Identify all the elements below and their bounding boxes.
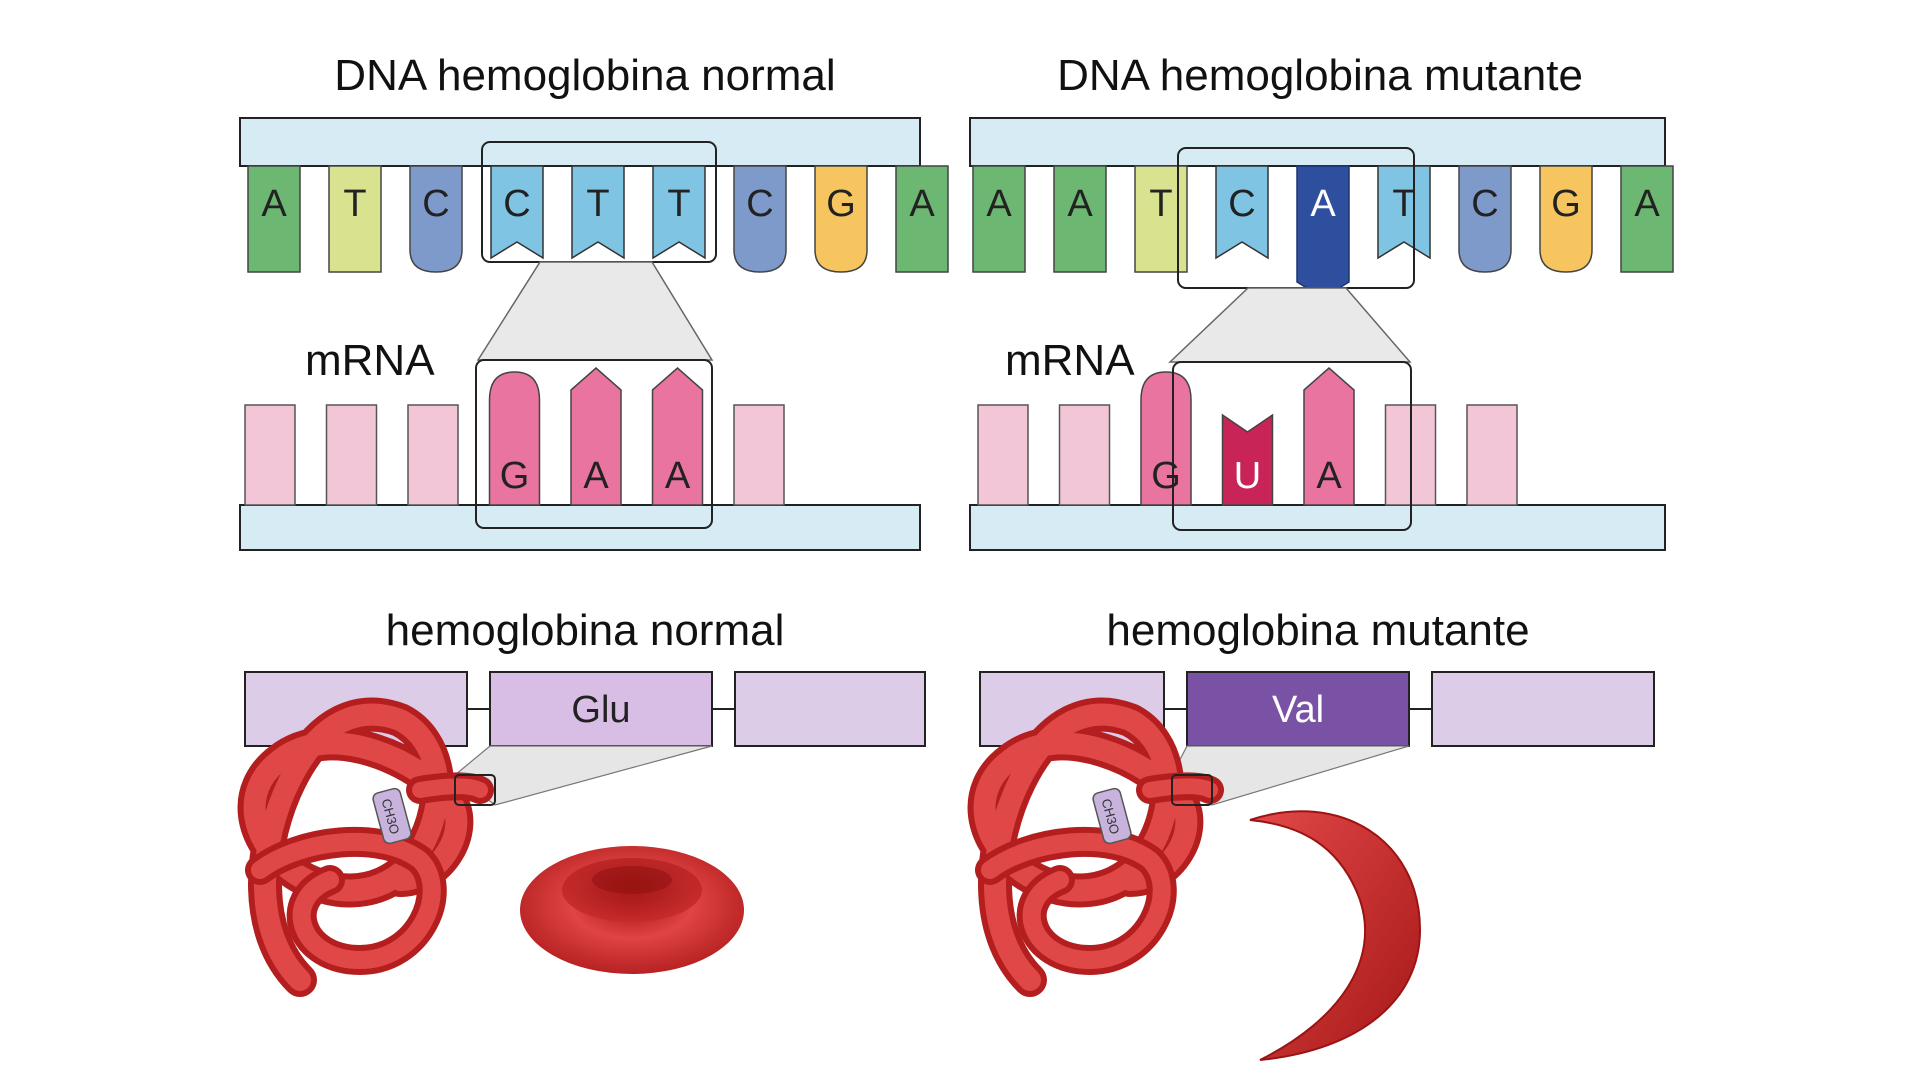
mrna-base xyxy=(1466,404,1518,506)
dna-base-label: A xyxy=(909,183,935,225)
dna-base-C: C xyxy=(1458,165,1512,273)
mrna-base-label: U xyxy=(1234,455,1261,497)
red-blood-cell-disc xyxy=(520,846,744,974)
dna-base-label: C xyxy=(1471,183,1498,225)
dna-base-C: C xyxy=(409,165,463,273)
dna-base-A: A xyxy=(972,165,1026,273)
red-blood-cell-sickle xyxy=(1249,810,1422,1061)
mrna-base xyxy=(407,404,459,506)
dna-base-label: A xyxy=(1634,183,1660,225)
dna-base-C: C xyxy=(490,165,544,260)
mrna-label: mRNA xyxy=(305,336,435,385)
hemoglobin-molecule-normal: CH3O xyxy=(237,697,496,997)
dna-base-A: A xyxy=(1620,165,1674,273)
mrna-base-label: A xyxy=(583,455,609,497)
dna-base-label: T xyxy=(343,183,366,225)
dna-base-label: C xyxy=(1228,183,1255,225)
protein-zoom-cone xyxy=(454,745,713,806)
dna-base-label: A xyxy=(261,183,287,225)
dna-base-C: C xyxy=(733,165,787,273)
mrna-codon-base: G xyxy=(1140,371,1192,506)
mrna-base xyxy=(1058,404,1111,506)
hemoglobin-molecule-mutant: CH3O xyxy=(967,697,1224,997)
protein-normal-title: hemoglobina normal xyxy=(386,606,785,655)
mrna-codon-box xyxy=(475,359,713,529)
dna-base-label: T xyxy=(1392,183,1415,225)
mrna-base xyxy=(325,404,378,506)
dna-base-A: A xyxy=(1296,165,1350,299)
mrna-codon-base: U xyxy=(1221,413,1274,506)
dna-base-label: G xyxy=(826,183,856,225)
panel-mutant: DNA hemoglobina mutante A A T C A T C G A mRNA G… xyxy=(967,51,1674,1061)
amino-acid-val-label: Val xyxy=(1272,689,1324,731)
dna-base-T: T xyxy=(1377,165,1431,260)
protein-mutant-title: hemoglobina mutante xyxy=(1106,606,1529,655)
dna-base-T: T xyxy=(652,165,706,260)
dna-base-G: G xyxy=(814,165,868,273)
dna-base-A: A xyxy=(895,165,949,273)
dna-base-label: C xyxy=(422,183,449,225)
zoom-cone xyxy=(476,261,714,361)
mrna-backbone xyxy=(969,504,1666,551)
mrna-codon-base: G xyxy=(488,371,541,506)
zoom-cone xyxy=(1168,287,1412,363)
mrna-base xyxy=(733,404,785,506)
mrna-base-label: A xyxy=(1316,455,1342,497)
dna-base-T: T xyxy=(571,165,625,260)
dna-base-G: G xyxy=(1539,165,1593,273)
amino-acid-glu-label: Glu xyxy=(571,689,630,731)
dna-base-label: A xyxy=(1067,183,1093,225)
dna-base-label: T xyxy=(667,183,690,225)
dna-base-label: C xyxy=(746,183,773,225)
mrna-base-label: A xyxy=(665,455,691,497)
dna-base-label: T xyxy=(586,183,609,225)
dna-backbone xyxy=(969,117,1666,167)
panel-normal: DNA hemoglobina normal A T C C T T C G A mRNA G A… xyxy=(237,51,949,997)
mrna-label: mRNA xyxy=(1005,336,1135,385)
dna-base-label: C xyxy=(503,183,530,225)
dna-base-T: T xyxy=(1134,165,1188,273)
dna-normal-title: DNA hemoglobina normal xyxy=(334,51,835,100)
mrna-codon-base: A xyxy=(1303,367,1355,506)
dna-base-C: C xyxy=(1215,165,1269,260)
mrna-base-label: G xyxy=(1151,455,1181,497)
mrna-codon-box xyxy=(1172,361,1412,531)
dna-base-label: A xyxy=(986,183,1012,225)
dna-mutant-title: DNA hemoglobina mutante xyxy=(1057,51,1583,100)
mrna-base xyxy=(977,404,1029,506)
dna-base-label: A xyxy=(1310,183,1336,225)
dna-base-label: G xyxy=(1551,183,1581,225)
dna-base-label: T xyxy=(1149,183,1172,225)
dna-base-A: A xyxy=(1053,165,1107,273)
mrna-base-label: G xyxy=(500,455,530,497)
mrna-codon-base: A xyxy=(570,367,622,506)
dna-base-A: A xyxy=(247,165,301,273)
protein-segment xyxy=(734,671,926,747)
mrna-codon-base: A xyxy=(651,367,704,506)
protein-segment xyxy=(1431,671,1655,747)
mrna-base xyxy=(244,404,296,506)
dna-base-T: T xyxy=(328,165,382,273)
